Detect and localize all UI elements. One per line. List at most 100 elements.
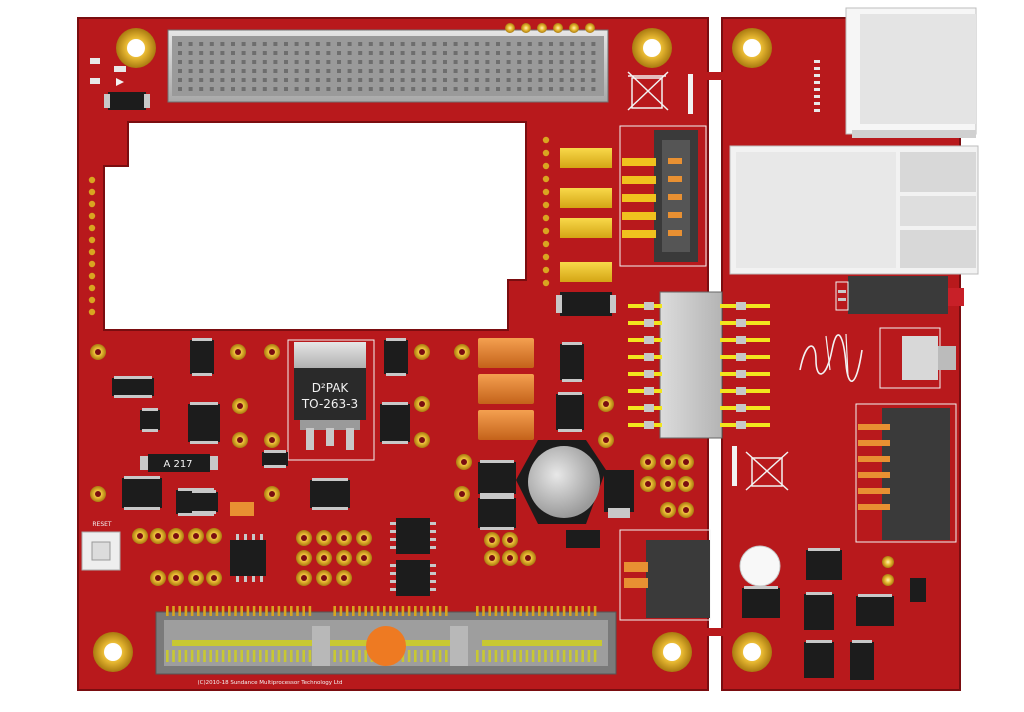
header-pin [358,87,363,91]
header-pin [178,51,182,55]
edge-pin [525,650,529,662]
header-pin [421,42,426,46]
header-pin [284,87,288,91]
header-pin [209,60,214,64]
header-pin [252,78,257,82]
test-point-hole [341,575,347,581]
header-pin [188,87,193,91]
via [542,214,550,222]
edge-pin [172,650,175,662]
header-pin [358,78,363,82]
edge-pin [240,606,243,616]
signature-logo-icon [799,333,863,383]
header-pin [209,87,214,91]
edge-pin [265,650,268,662]
edge-pin [352,606,355,616]
edge-pin [184,650,188,662]
header-pin [506,69,511,73]
header-pin [199,69,204,73]
edge-pin [246,650,250,662]
header-pin [262,69,267,73]
edge-pin [172,606,175,616]
right-smd-part [806,550,842,580]
tantalum-cap-4 [560,262,612,282]
smd-part [556,394,584,430]
header-pin [496,51,500,55]
test-point-hole [269,491,275,497]
resistor [814,88,820,91]
header-pin [453,87,458,91]
edge-pin [302,650,305,662]
header-pin [474,69,479,73]
resistor [814,102,820,105]
header-pin [443,51,447,55]
tantalum-cap-1 [560,148,612,168]
edge-pin [184,606,188,616]
edge-pin [265,606,268,616]
header-pin [421,78,426,82]
header-pin [284,78,288,82]
resistor [814,81,820,84]
test-point-hole [321,535,327,541]
via [88,236,96,244]
edge-pin [333,650,336,662]
reset-button[interactable]: RESET [81,521,121,571]
right-header-pin [858,488,890,494]
rj45-connector-lower [729,145,979,275]
a217-label: A 217 [163,459,192,470]
coin-battery [516,440,606,524]
edge-pin [197,650,200,662]
header-pin [485,51,490,55]
header-pin [411,42,416,46]
edge-pin [277,650,281,662]
edge-pin [507,650,510,662]
edge-pin [426,606,429,616]
header-pin [178,60,182,64]
side-pushbutton[interactable] [879,327,956,389]
header-pin [337,42,341,46]
right-smd-pad [806,592,832,595]
header-pin [390,60,394,64]
edge-pin [538,650,541,662]
header-pin [506,51,511,55]
header-pin [326,69,331,73]
edge-pin [538,606,541,616]
test-point-hole [269,437,275,443]
edge-pin [476,606,479,616]
edge-pin [587,606,591,616]
edge-pin [376,606,380,616]
header-pin [220,60,225,64]
header-pin [252,60,257,64]
header-pin [421,69,426,73]
edge-pin [352,650,355,662]
orange-caps [478,338,534,440]
header-pin [390,69,394,73]
header-pin [294,87,299,91]
right-test-point [882,556,894,568]
orange-cap-3 [478,410,534,440]
edge-pin [190,650,194,662]
dip-pad [644,387,654,395]
test-point-hole [155,575,161,581]
test-point-hole [301,575,307,581]
diode-top-left [108,92,146,110]
edge-pin [178,650,181,662]
header-pin [400,42,405,46]
header-pin [294,69,299,73]
test-point-hole [419,349,425,355]
header-pin [199,42,204,46]
smd-pad [124,507,160,510]
header-pin [294,51,299,55]
header-pin [580,60,585,64]
header-pin [337,78,341,82]
header-pin [199,60,204,64]
header-pin [549,60,553,64]
header-pin [241,42,246,46]
tantalum-cap-3 [560,218,612,238]
edge-pin [308,650,312,662]
smd-part [310,480,350,508]
header-pin [527,78,532,82]
header-pin [284,42,288,46]
edge-pin [494,606,498,616]
mounting-hole-bottom-left [93,632,133,672]
